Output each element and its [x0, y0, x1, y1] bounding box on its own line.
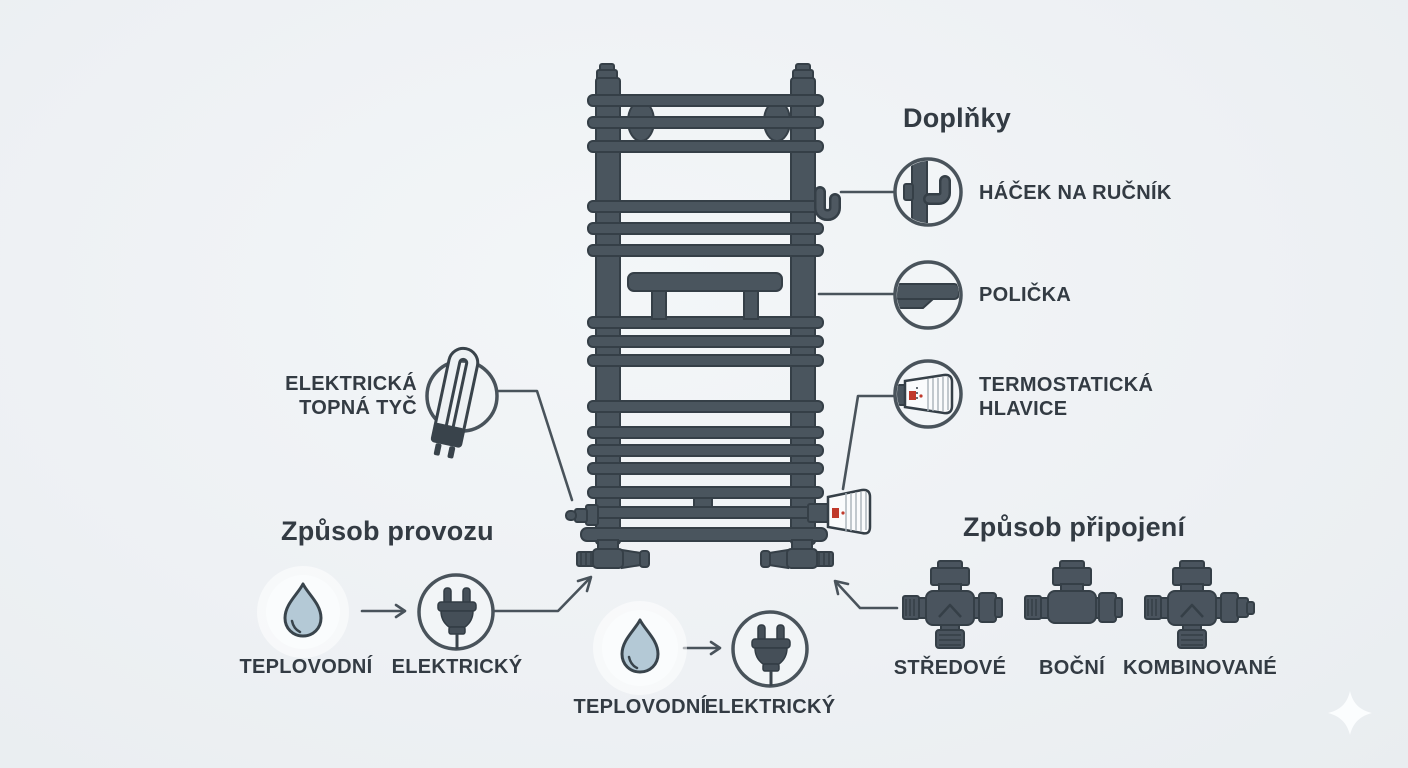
operation-heading: Způsob provozu [281, 516, 494, 546]
heating-rod-label: ELEKTRICKÁ TOPNÁ TYČ [285, 373, 417, 419]
left-flow-arrowhead-icon [394, 603, 407, 619]
heating-rod-callout [425, 346, 499, 459]
electric-label-center: ELEKTRICKÝ [704, 696, 836, 718]
water-drop-icon [620, 618, 660, 674]
water-label-left: TEPLOVODNÍ [239, 656, 373, 678]
accessory-label-shelf: POLIČKA [979, 284, 1072, 306]
connection-to-valve-arrow [834, 580, 899, 610]
connection-heading: Způsob připojení [963, 512, 1186, 542]
connection-label-combined: KOMBINOVANÉ [1122, 657, 1278, 679]
connection-to-valve-arrowhead-icon [833, 579, 850, 596]
connection-label-side: BOČNÍ [1039, 657, 1105, 679]
power-plug-icon [437, 587, 477, 649]
accessory-label-thermostatic-head: TERMOSTATICKÁ HLAVICE [979, 374, 1154, 420]
water-label-center: TEPLOVODNÍ [573, 696, 707, 718]
operation-left-group [257, 566, 495, 658]
center-valve-icon [902, 560, 1003, 649]
accessory-label-towel-hook: HÁČEK NA RUČNÍK [979, 182, 1172, 204]
shelf-icon [897, 283, 959, 309]
radiator-valve-left [576, 539, 650, 570]
water-drop-icon [283, 582, 323, 638]
towel-radiator-illustration [565, 63, 872, 570]
thermostatic-head-on-radiator [807, 488, 872, 535]
towel-hook-icon [903, 161, 951, 223]
side-valve-icon [1024, 560, 1123, 624]
electric-label-left: ELEKTRICKÝ [391, 656, 523, 678]
radiator-bars [580, 94, 828, 542]
power-plug-icon [751, 624, 791, 686]
operation-center-group [593, 601, 809, 695]
radiator-valve-right [760, 539, 834, 570]
sparkle-icon [1328, 691, 1372, 735]
connection-label-center: STŘEDOVÉ [893, 657, 1007, 679]
electric-to-valve-arrow [492, 576, 592, 613]
electric-to-valve-arrowhead-icon [576, 575, 593, 593]
thermostatic-head-icon [897, 373, 954, 415]
accessories-heading: Doplňky [903, 103, 1011, 133]
combined-valve-icon [1144, 560, 1255, 649]
center-flow-arrowhead-icon [709, 640, 722, 656]
thermo-callout-line [841, 394, 896, 491]
connection-valves [902, 560, 1255, 649]
electric-heating-rod-icon [430, 346, 480, 459]
callout-lines [360, 190, 899, 656]
shelf-on-radiator [627, 272, 783, 320]
accessory-callouts [893, 157, 963, 429]
heating-rod-callout-line [495, 389, 574, 502]
electric-inlet [565, 504, 599, 526]
